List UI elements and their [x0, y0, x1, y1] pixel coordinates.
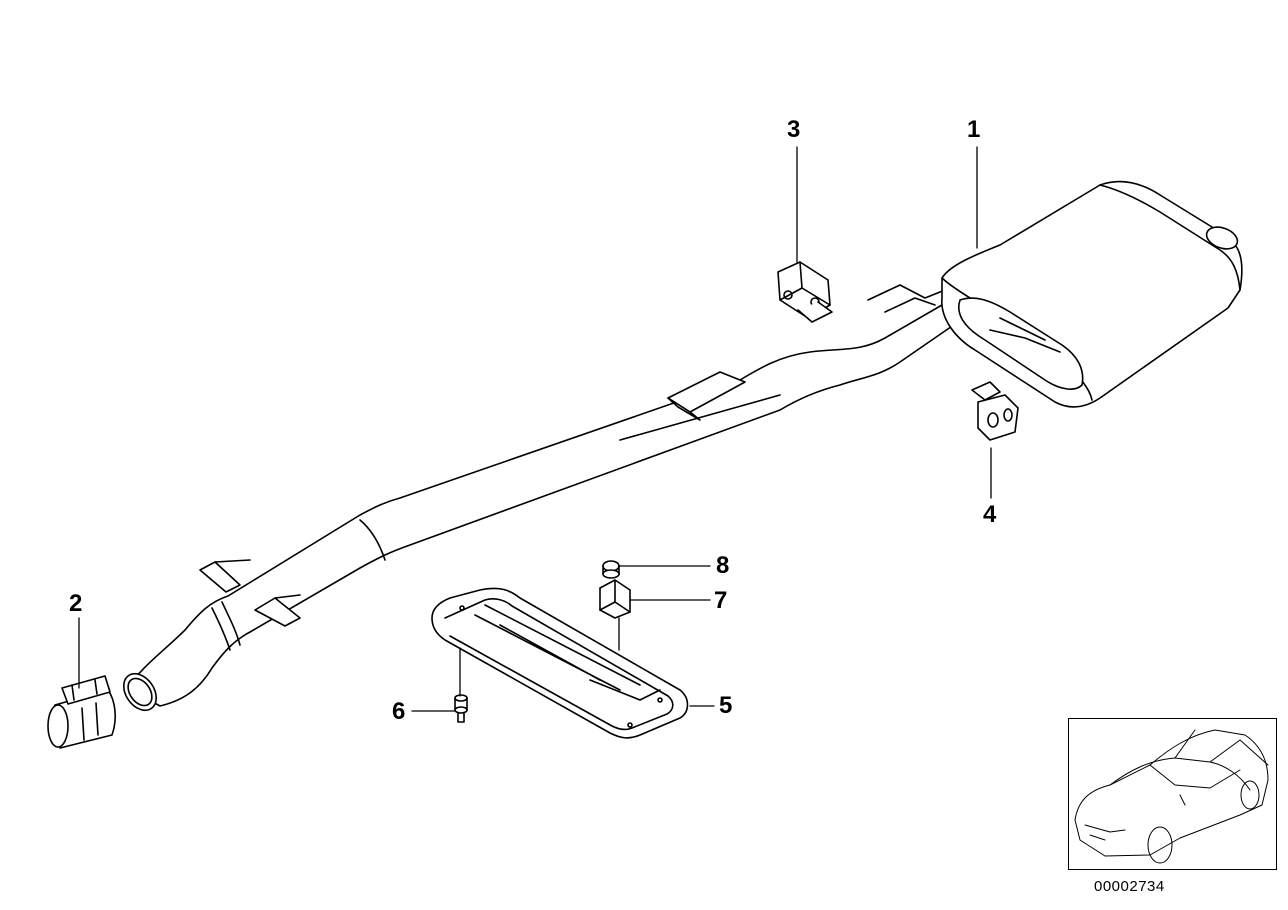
bolt: [454, 694, 468, 723]
leader-lines: [78, 146, 992, 712]
rubber-hanger: [971, 381, 1019, 441]
clip: [599, 579, 631, 619]
callout-4: 4: [983, 501, 997, 528]
rear-muffler: [941, 180, 1243, 408]
diagram-reference-number: 00002734: [1094, 878, 1165, 895]
callout-8: 8: [716, 552, 730, 579]
exhaust-pipe: [122, 284, 959, 712]
rubber-mount: [777, 261, 833, 323]
callout-7: 7: [714, 587, 728, 614]
pipe-clamp: [47, 675, 117, 749]
callout-1: 1: [967, 116, 981, 143]
callout-2: 2: [69, 590, 83, 617]
callout-3: 3: [787, 116, 801, 143]
cover-plate: [431, 587, 689, 739]
callout-6: 6: [392, 698, 406, 725]
inset-frame: [1068, 718, 1277, 870]
callout-5: 5: [719, 692, 733, 719]
vehicle-thumbnail: [1074, 729, 1269, 864]
nut: [602, 560, 620, 579]
